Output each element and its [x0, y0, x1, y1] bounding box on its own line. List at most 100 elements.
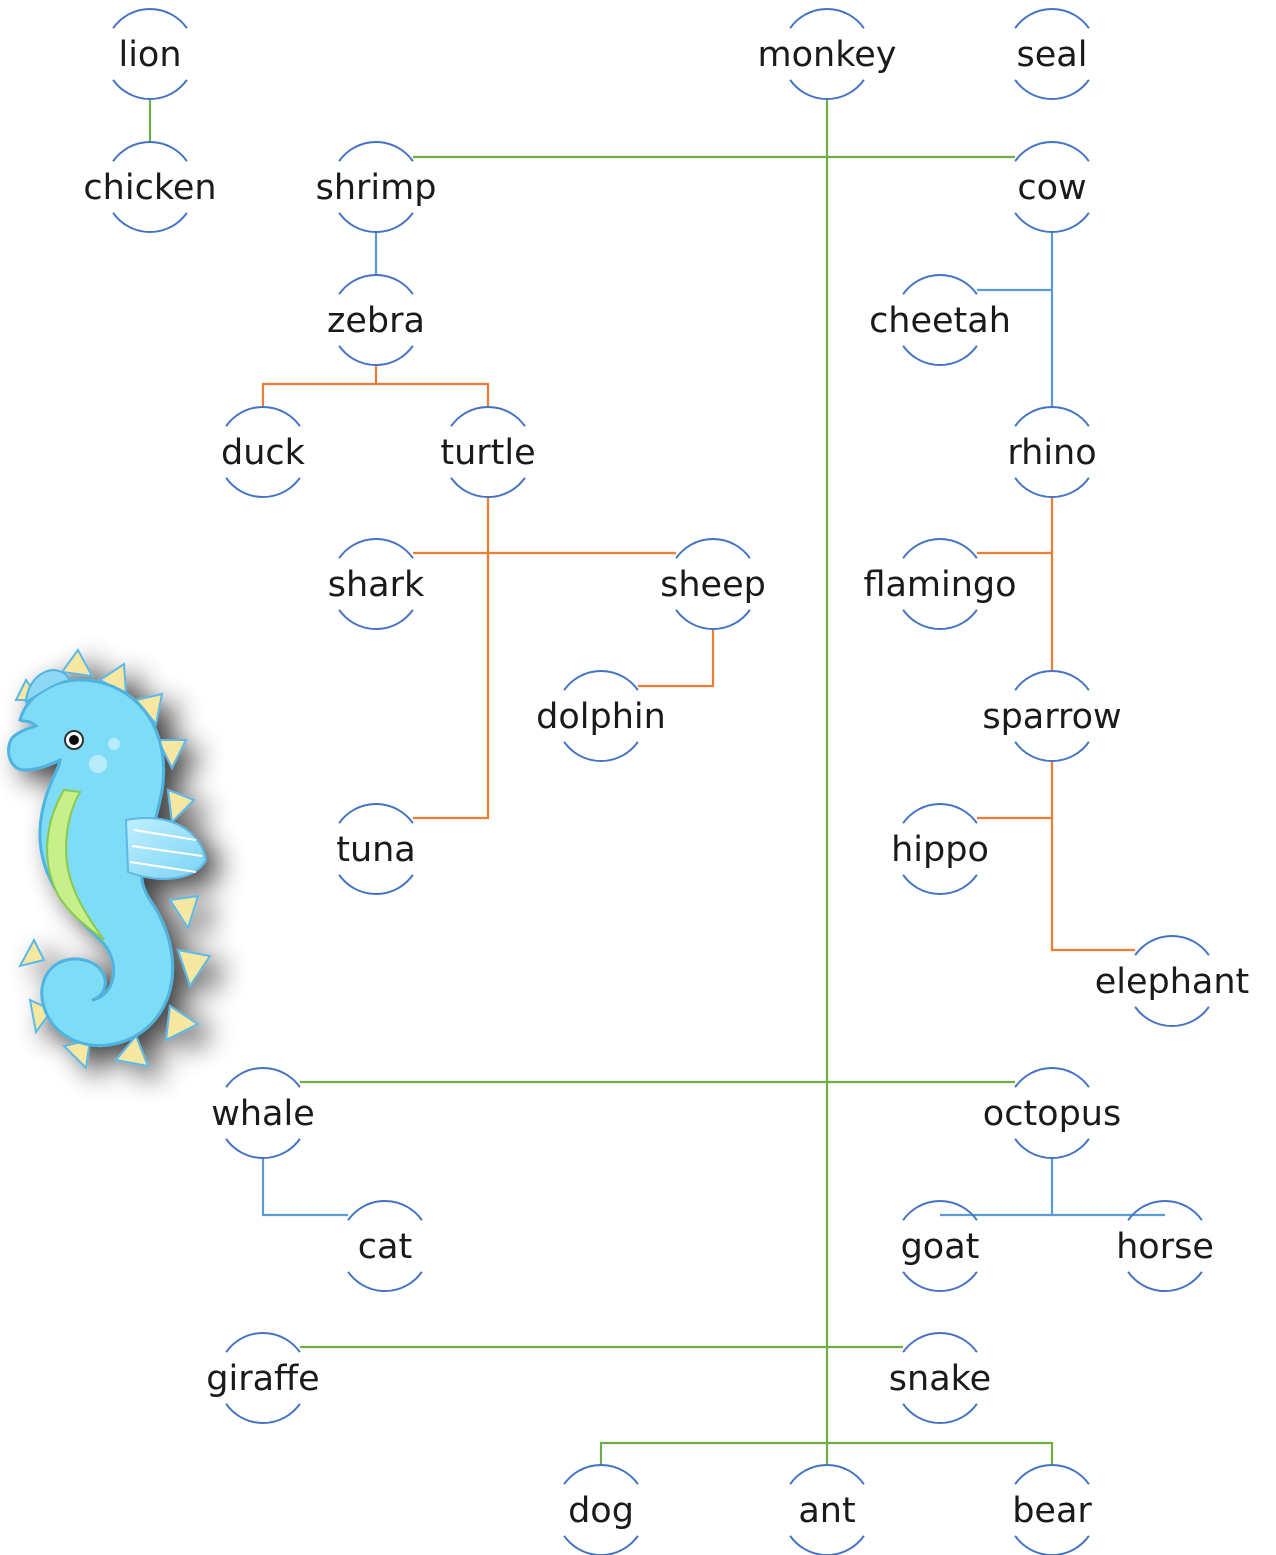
- node-ring-bottom: [563, 741, 639, 763]
- node-rhino: rhino: [1007, 405, 1097, 499]
- node-sparrow: sparrow: [982, 669, 1122, 763]
- node-goat: goat: [901, 1199, 980, 1293]
- node-shark: shark: [328, 537, 425, 631]
- edges-layer: [148, 99, 1165, 1465]
- node-ring-top: [450, 405, 526, 427]
- node-ring-top: [225, 1066, 301, 1088]
- edge-monkey-bear: [827, 1441, 1054, 1465]
- node-ring-top: [675, 537, 751, 559]
- node-label: ant: [798, 1491, 855, 1531]
- node-label: turtle: [440, 433, 535, 473]
- node-label: shark: [328, 565, 425, 605]
- node-label: elephant: [1095, 962, 1250, 1002]
- node-label: snake: [889, 1359, 991, 1399]
- node-octopus: octopus: [983, 1066, 1121, 1160]
- node-label: monkey: [758, 35, 897, 75]
- node-ring-bottom: [1014, 477, 1090, 499]
- node-ring-bottom: [902, 874, 978, 896]
- node-ring-top: [338, 537, 414, 559]
- node-bear: bear: [1012, 1463, 1092, 1555]
- node-shrimp: shrimp: [316, 140, 437, 234]
- node-label: octopus: [983, 1094, 1121, 1134]
- node-ring-top: [789, 1463, 865, 1485]
- node-tuna: tuna: [336, 802, 416, 896]
- edge-sparrow-hippo: [977, 761, 1054, 820]
- node-ring-bottom: [338, 345, 414, 367]
- node-label: seal: [1017, 35, 1088, 75]
- node-ring-bottom: [789, 79, 865, 101]
- node-ring-top: [347, 1199, 423, 1221]
- node-ring-bottom: [675, 609, 751, 631]
- edge-cow-cheetah: [977, 232, 1054, 292]
- node-ring-top: [1127, 1199, 1203, 1221]
- node-dog: dog: [563, 1463, 639, 1555]
- node-ring-bottom: [1014, 212, 1090, 234]
- node-hippo: hippo: [891, 802, 989, 896]
- node-label: horse: [1116, 1227, 1214, 1267]
- node-label: cow: [1017, 168, 1086, 208]
- node-ring-top: [902, 1199, 978, 1221]
- edge-monkey-dog: [599, 1347, 829, 1465]
- node-ring-top: [1014, 7, 1090, 29]
- node-ring-top: [563, 669, 639, 691]
- node-ring-top: [1014, 140, 1090, 162]
- node-elephant: elephant: [1095, 934, 1250, 1028]
- node-ring-top: [902, 1331, 978, 1353]
- edge-zebra-duck: [261, 365, 378, 407]
- node-ring-top: [1014, 405, 1090, 427]
- node-label: shrimp: [316, 168, 437, 208]
- node-ring-bottom: [338, 874, 414, 896]
- node-duck: duck: [221, 405, 306, 499]
- node-ring-bottom: [450, 477, 526, 499]
- edge-turtle-shark: [413, 497, 490, 555]
- edge-rhino-flamingo: [977, 497, 1054, 555]
- node-label: duck: [221, 433, 306, 473]
- edge-monkey-shrimp: [413, 99, 829, 159]
- node-zebra: zebra: [327, 273, 425, 367]
- node-ring-bottom: [1014, 79, 1090, 101]
- node-monkey: monkey: [758, 7, 897, 101]
- node-ring-top: [1014, 669, 1090, 691]
- node-label: rhino: [1007, 433, 1096, 473]
- node-label: cheetah: [869, 301, 1011, 341]
- node-ring-bottom: [1014, 1535, 1090, 1555]
- node-ring-top: [563, 1463, 639, 1485]
- seahorse-icon: [7, 648, 212, 1071]
- node-cat: cat: [347, 1199, 423, 1293]
- node-turtle: turtle: [440, 405, 536, 499]
- node-giraffe: giraffe: [206, 1331, 320, 1425]
- node-ring-top: [1014, 1066, 1090, 1088]
- node-label: tuna: [336, 830, 416, 870]
- node-flamingo: flamingo: [863, 537, 1017, 631]
- node-ring-top: [902, 537, 978, 559]
- node-whale: whale: [211, 1066, 315, 1160]
- node-ring-bottom: [1134, 1006, 1210, 1028]
- node-chicken: chicken: [83, 140, 217, 234]
- node-snake: snake: [889, 1331, 991, 1425]
- node-ring-top: [112, 7, 188, 29]
- node-label: whale: [211, 1094, 315, 1134]
- node-label: chicken: [83, 168, 216, 208]
- node-cheetah: cheetah: [869, 273, 1011, 367]
- node-ring-bottom: [225, 1138, 301, 1160]
- node-seal: seal: [1014, 7, 1090, 101]
- node-ring-bottom: [902, 1403, 978, 1425]
- node-label: goat: [901, 1227, 980, 1267]
- edge-zebra-turtle: [376, 382, 490, 407]
- node-ring-top: [338, 802, 414, 824]
- node-ring-top: [338, 140, 414, 162]
- edge-monkey-whale: [300, 157, 829, 1084]
- node-ring-bottom: [112, 79, 188, 101]
- node-ring-top: [112, 140, 188, 162]
- node-ring-bottom: [789, 1535, 865, 1555]
- node-ring-top: [902, 273, 978, 295]
- edge-sparrow-elephant: [1050, 818, 1135, 952]
- node-label: bear: [1012, 1491, 1092, 1531]
- node-label: dog: [568, 1491, 634, 1531]
- node-label: dolphin: [536, 697, 666, 737]
- node-ring-top: [1134, 934, 1210, 956]
- node-ring-bottom: [902, 1271, 978, 1293]
- node-ring-bottom: [902, 609, 978, 631]
- node-label: lion: [118, 35, 181, 75]
- node-dolphin: dolphin: [536, 669, 666, 763]
